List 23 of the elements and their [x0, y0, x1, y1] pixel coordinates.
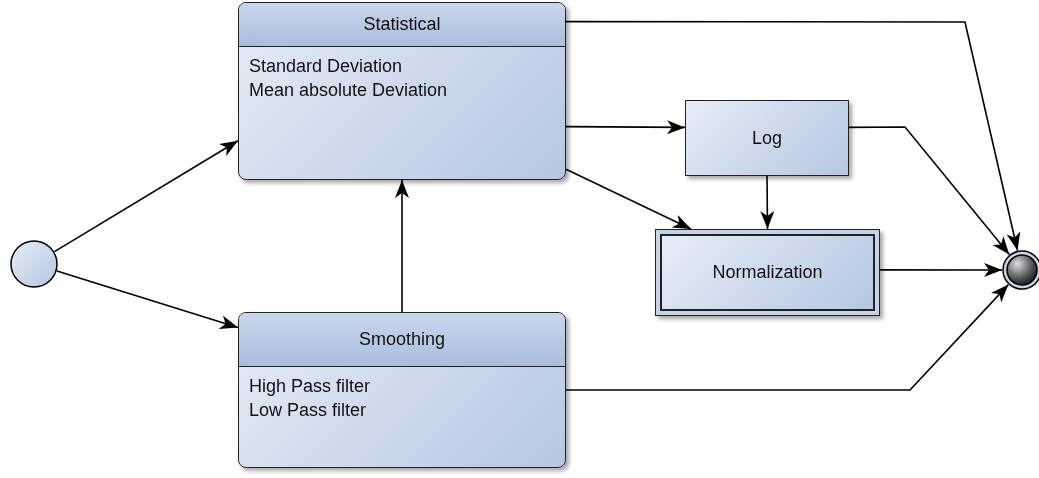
arrow — [565, 168, 692, 230]
arrow — [848, 126, 1011, 256]
arrow — [565, 283, 1010, 391]
double-border-box — [655, 229, 880, 316]
state-box — [238, 312, 566, 468]
process-box — [685, 100, 849, 176]
arrow — [565, 120, 686, 135]
state-activity: High Pass filter — [249, 375, 371, 398]
box-label: Log — [751, 127, 782, 149]
arrow — [879, 263, 1003, 277]
state-activity: Low Pass filter — [249, 399, 367, 422]
arrow — [565, 20, 1021, 252]
state-title: Smoothing — [357, 328, 447, 350]
state-activity: Standard Deviation — [249, 55, 403, 78]
arrow — [760, 175, 775, 230]
arrow — [53, 140, 239, 253]
box-label: Normalization — [712, 262, 823, 283]
state-box — [238, 2, 566, 180]
initial-state-circle — [10, 240, 58, 288]
state-title: Statistical — [362, 13, 442, 35]
arrow — [395, 179, 409, 313]
arrow — [56, 270, 239, 329]
state-activity: Mean absolute Deviation — [249, 79, 448, 102]
